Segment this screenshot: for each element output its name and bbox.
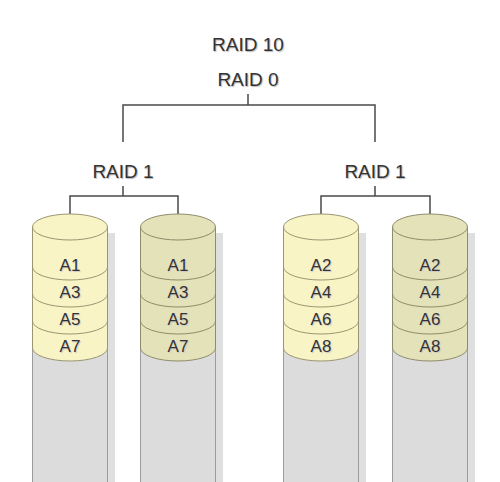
raid-level-label: RAID 1 [265,160,485,184]
raid-level-label: RAID 1 [13,160,233,184]
mirror-bracket [321,186,430,218]
data-block: A2 [283,256,359,276]
disk-top [141,214,216,240]
stripe-bracket [123,94,375,142]
data-block: A1 [140,256,216,276]
data-block: A4 [392,283,468,303]
disk-cylinder: A1A3A5A7 [140,212,216,482]
disk-top [33,214,108,240]
data-block: A5 [140,310,216,330]
disk-data-area [33,227,108,361]
data-block: A5 [32,310,108,330]
raid-level-label: RAID 0 [138,68,358,92]
disk-cylinder: A1A3A5A7 [32,212,108,482]
data-block: A8 [283,337,359,357]
data-block: A3 [32,283,108,303]
disk-data-area [393,227,468,361]
disk-body [284,227,359,482]
data-block: A4 [283,283,359,303]
disk-body [393,227,468,482]
disk-top [393,214,468,240]
diagram-title: RAID 10 [138,33,358,57]
disk-data-area [284,227,359,361]
disk-cylinder: A2A4A6A8 [283,212,359,482]
data-block: A3 [140,283,216,303]
disk-top [284,214,359,240]
data-block: A8 [392,337,468,357]
data-block: A7 [32,337,108,357]
disk-body [33,227,108,482]
mirror-bracket [70,186,178,218]
disk-body [141,227,216,482]
disk-cylinder: A2A4A6A8 [392,212,468,482]
data-block: A7 [140,337,216,357]
disk-data-area [141,227,216,361]
data-block: A6 [283,310,359,330]
data-block: A6 [392,310,468,330]
data-block: A2 [392,256,468,276]
data-block: A1 [32,256,108,276]
